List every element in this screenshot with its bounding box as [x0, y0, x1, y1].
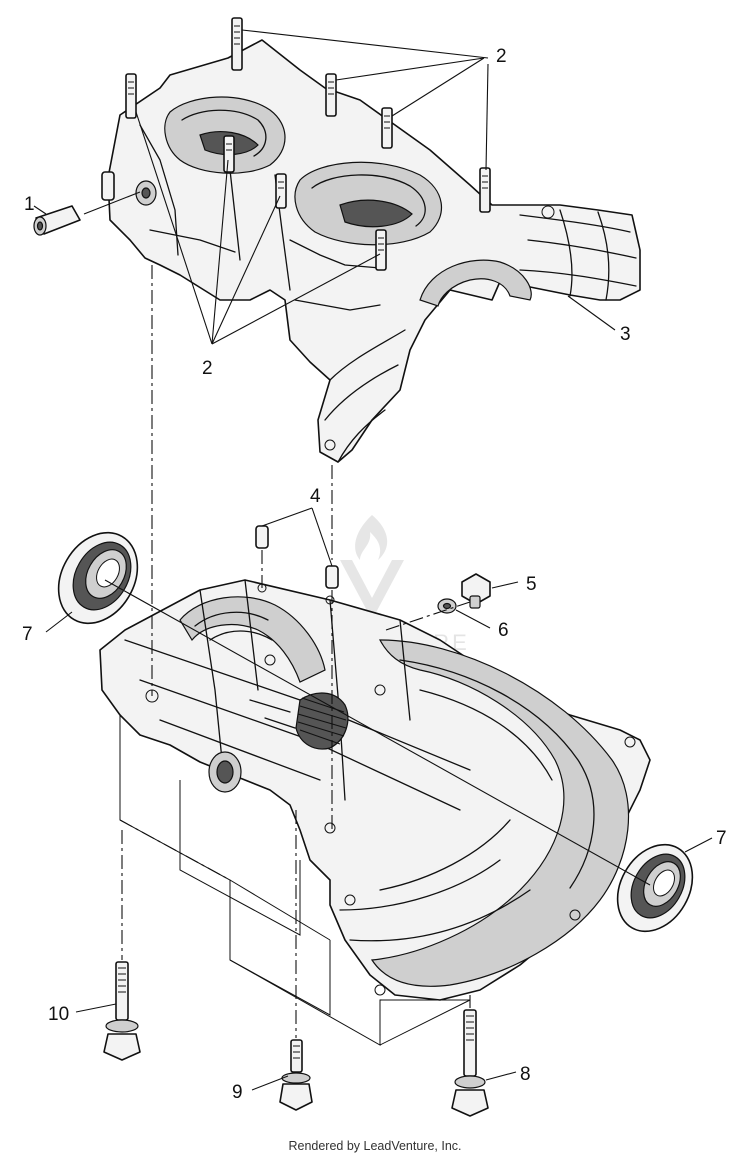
part-7-seal-right — [616, 843, 694, 933]
bell-housing — [370, 639, 630, 987]
callout-2-top: 2 — [496, 46, 507, 67]
dowel — [255, 525, 269, 549]
studs — [125, 17, 491, 271]
crank-gear — [249, 692, 349, 750]
callout-4: 4 — [310, 486, 321, 507]
callout-7-left: 7 — [22, 624, 33, 645]
watermark-logo-icon — [340, 560, 404, 620]
part-8-bolt — [451, 1009, 489, 1117]
callout-1: 1 — [24, 194, 35, 215]
footer-credit: Rendered by LeadVenture, Inc. — [288, 1139, 461, 1153]
callout-7-right: 7 — [716, 828, 727, 849]
stud — [223, 135, 235, 173]
stud — [275, 173, 287, 209]
bore-right-crank — [339, 199, 413, 228]
stud — [125, 73, 137, 119]
stud — [479, 167, 491, 213]
part-10-bolt — [103, 961, 141, 1061]
callout-5: 5 — [526, 574, 537, 595]
callout-8: 8 — [520, 1064, 531, 1085]
part-4-dowels — [255, 525, 339, 589]
leader-lines — [33, 29, 713, 1091]
lower-crankcase — [99, 579, 651, 1046]
callout-10: 10 — [48, 1004, 69, 1025]
dowel — [325, 565, 339, 589]
part-6-washer — [437, 598, 457, 614]
main-bearing-saddle — [419, 259, 532, 307]
callout-3: 3 — [620, 324, 631, 345]
crank-cradle-left — [179, 596, 326, 683]
part-5-plug — [461, 573, 491, 609]
watermark-flame-icon — [355, 515, 388, 560]
part-9-bolt — [279, 1039, 313, 1111]
flange-bolt-hole — [541, 205, 555, 219]
callout-6: 6 — [498, 620, 509, 641]
part-1-pin — [33, 205, 81, 236]
callout-2-bottom: 2 — [202, 358, 213, 379]
callout-9: 9 — [232, 1082, 243, 1103]
part-7-seal-left — [57, 531, 139, 625]
assembly-lines — [104, 265, 651, 1038]
upper-crankcase — [101, 17, 641, 463]
stud — [325, 73, 337, 117]
callouts: 1 2 2 3 4 5 6 7 7 8 9 10 — [22, 46, 727, 1103]
